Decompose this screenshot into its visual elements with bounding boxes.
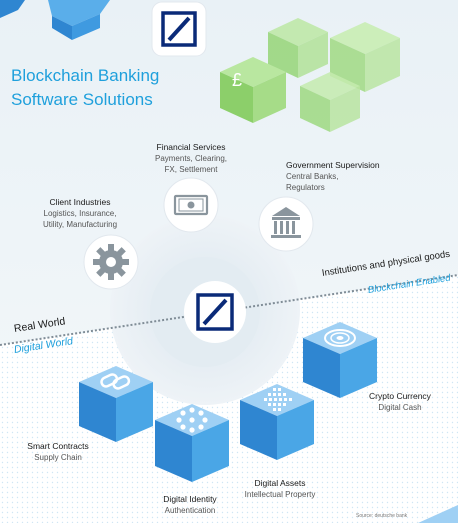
assets-cube [240,384,314,460]
pound-symbol: £ [232,70,242,90]
gear-icon [83,234,139,290]
assets-line1: Intellectual Property [244,490,316,499]
db-logo-center [184,281,246,343]
financial-line1: Payments, Clearing, [154,154,228,163]
financial-services-label: Financial Services Payments, Clearing, F… [140,142,242,175]
contracts-line1: Supply Chain [34,453,82,462]
government-line2: Regulators [286,183,325,192]
client-title: Client Industries [49,197,111,207]
crypto-label: Crypto Currency Digital Cash [355,391,445,413]
crypto-cube [303,322,377,398]
db-logo-top [151,1,207,57]
digital-assets-label: Digital Assets Intellectual Property [235,478,325,500]
dots-circle-icon [176,407,208,433]
bottom-right-cube [418,505,458,523]
crypto-title: Crypto Currency [369,391,431,401]
page-title: Blockchain Banking Software Solutions [11,64,159,112]
client-line2: Utility, Manufacturing [42,220,118,229]
chain-link-icon [100,373,131,390]
smart-contracts-label: Smart Contracts Supply Chain [18,441,98,463]
financial-title: Financial Services [156,142,226,152]
contracts-cube [79,366,153,442]
government-title: Government Supervision [286,160,380,170]
identity-title: Digital Identity [163,494,217,504]
green-cube-cluster [220,18,400,132]
identity-line1: Authentication [164,506,216,515]
assets-title: Digital Assets [254,478,306,488]
title-line-2: Software Solutions [11,90,153,109]
coins-icon [324,329,356,347]
top-left-cubes [0,0,110,40]
title-line-1: Blockchain Banking [11,66,160,85]
government-line1: Central Banks, [286,172,339,181]
source-note: Source: deutsche bank [356,513,408,519]
crypto-line1: Digital Cash [378,403,422,412]
banknote-icon [163,177,219,233]
fingerprint-icon [264,388,292,411]
bank-building-icon [258,196,314,252]
financial-line2: FX, Settlement [164,165,218,174]
government-label: Government Supervision Central Banks, Re… [286,160,406,193]
contracts-title: Smart Contracts [27,441,89,451]
identity-cube [155,404,229,482]
world-divider-line [0,274,458,346]
digital-identity-label: Digital Identity Authentication [150,494,230,516]
client-industries-label: Client Industries Logistics, Insurance, … [20,197,140,230]
client-line1: Logistics, Insurance, [43,209,117,218]
